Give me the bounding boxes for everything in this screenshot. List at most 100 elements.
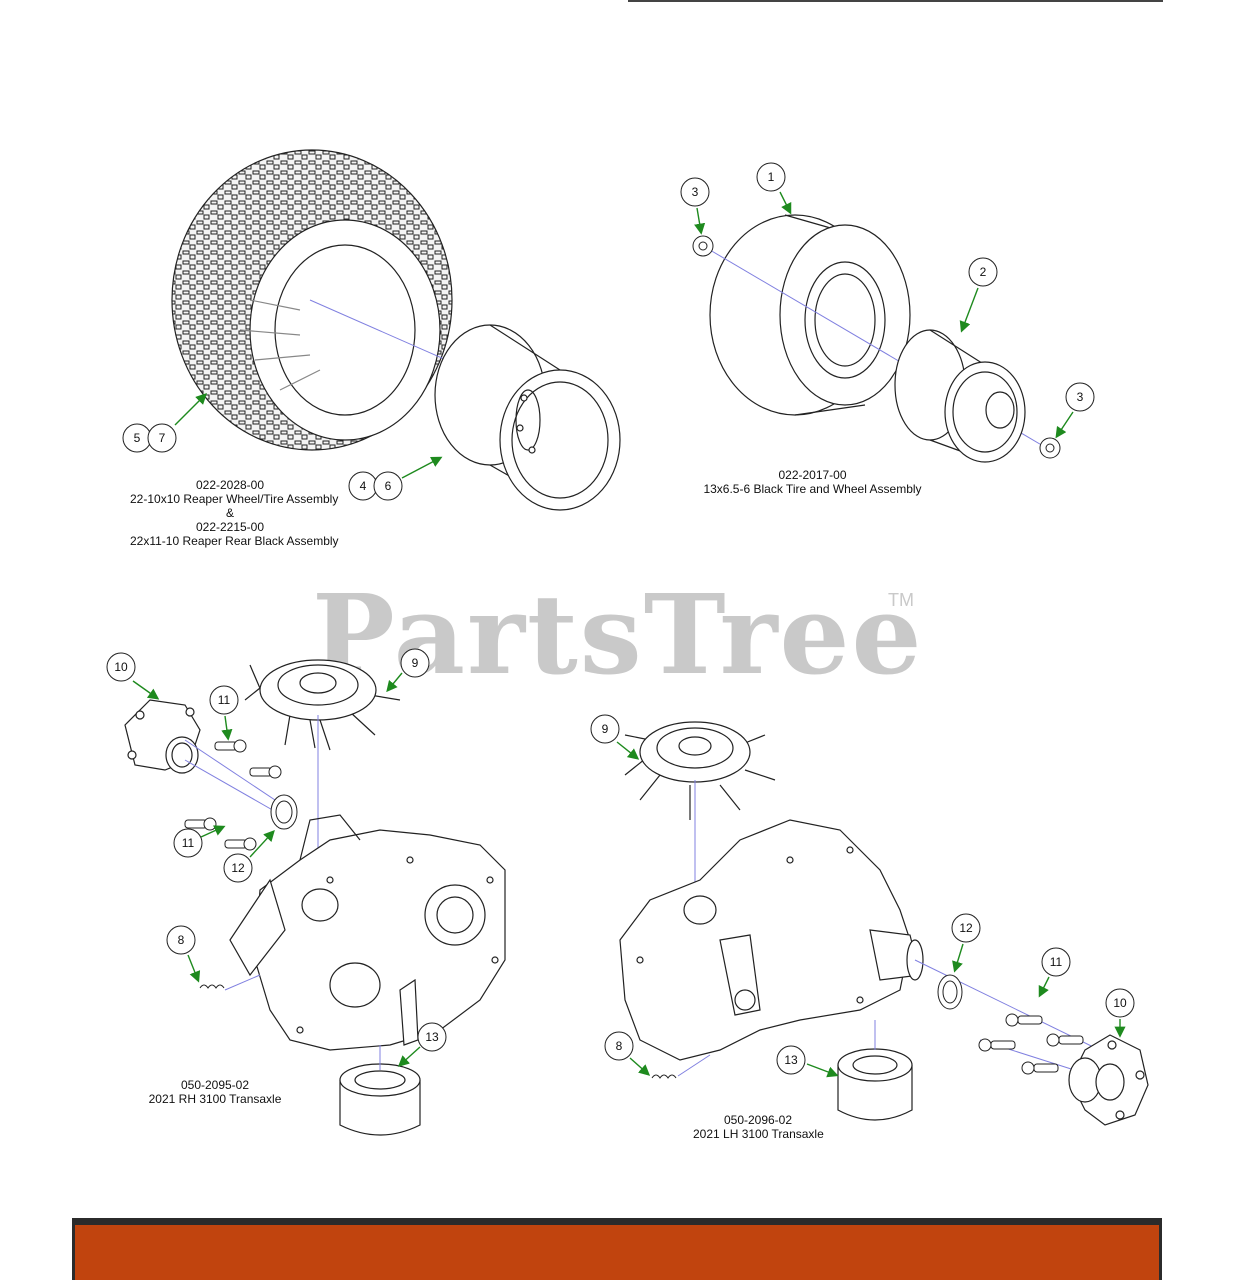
callout-circle-lh-filter	[776, 1045, 806, 1075]
callout-label-reaper-rim: 6	[385, 479, 392, 493]
rh-hub-axis-line	[184, 739, 291, 811]
caption-part-no: 050-2095-02	[180, 1078, 250, 1092]
callout-label-rh-fan: 9	[412, 656, 419, 670]
callout-arrow-washer-right	[1055, 411, 1074, 439]
reaper-tire	[171, 149, 453, 451]
caption-part-no: 050-2096-02	[723, 1113, 793, 1127]
lh-filter	[837, 1048, 913, 1121]
callout-arrow-rh-fan	[386, 672, 403, 693]
callout-arrow-rh-hub	[132, 680, 160, 700]
callout-label-lh-fan: 9	[602, 722, 609, 736]
footer-bar	[72, 1218, 1162, 1280]
callout-circle-rh-hub	[106, 652, 136, 682]
callout-label-rh-bolts-bottom: 11	[182, 836, 195, 850]
callout-label-rh-washer: 12	[231, 861, 245, 875]
rh-transaxle-body	[229, 814, 506, 1051]
callout-circle-lh-hub	[1105, 988, 1135, 1018]
callout-circle-rh-filter	[417, 1022, 447, 1052]
callout-label-reaper-rim: 4	[360, 479, 367, 493]
callout-circle-rh-fan	[400, 648, 430, 678]
callout-label-lh-washer: 12	[959, 921, 973, 935]
caption-part-no: 022-2017-00	[778, 468, 847, 482]
callout-circle-lh-washer	[951, 913, 981, 943]
callout-label-black-tire: 1	[768, 170, 775, 184]
callout-arrow-black-rim	[959, 287, 979, 333]
callout-label-black-rim: 2	[980, 265, 987, 279]
callout-label-washer-left: 3	[692, 185, 699, 199]
caption-lh-transaxle: 050-2096-02 2021 LH 3100 Transaxle	[693, 1113, 824, 1141]
callout-label-lh-hub: 10	[1113, 996, 1127, 1010]
callout-circle-reaper-tire	[147, 423, 177, 453]
callout-arrow-lh-bolts	[1038, 976, 1050, 998]
lh-washer	[937, 974, 963, 1010]
caption-description: 22-10x10 Reaper Wheel/Tire Assembly	[130, 492, 339, 506]
washer-right	[1039, 437, 1061, 459]
callout-arrow-rh-washer	[249, 829, 275, 858]
callout-arrow-lh-fan	[616, 741, 640, 760]
callout-arrow-lh-spring	[629, 1057, 651, 1076]
caption-reaper-assembly: 022-2028-00 22-10x10 Reaper Wheel/Tire A…	[130, 478, 339, 548]
callout-label-rh-bolts-top: 11	[218, 693, 231, 707]
callout-arrow-black-tire	[779, 191, 792, 215]
caption-description: 13x6.5-6 Black Tire and Wheel Assembly	[703, 482, 922, 496]
lh-hub	[1068, 1034, 1149, 1126]
lh-spring	[651, 1054, 711, 1079]
lh-bolts	[978, 1013, 1084, 1075]
callout-label-lh-bolts: 11	[1050, 955, 1063, 969]
callout-arrow-reaper-tire	[174, 393, 207, 426]
callout-circle-rh-spring	[166, 925, 196, 955]
callout-label-rh-hub: 10	[114, 660, 128, 674]
callout-label-lh-spring: 8	[616, 1039, 623, 1053]
washer-left	[692, 235, 714, 257]
callout-circle-washer-left	[680, 177, 710, 207]
callout-arrow-washer-left	[694, 207, 706, 235]
callout-circle-black-rim	[968, 257, 998, 287]
callout-arrow-rh-filter	[397, 1046, 421, 1067]
callout-label-washer-right: 3	[1077, 390, 1084, 404]
caption-rh-transaxle: 050-2095-02 2021 RH 3100 Transaxle	[140, 1078, 290, 1106]
caption-description-2: 22x11-10 Reaper Rear Black Assembly	[130, 534, 339, 548]
callout-circle-rh-bolts-top	[209, 685, 239, 715]
caption-part-no: 022-2028-00	[195, 478, 265, 492]
reaper-rim	[434, 324, 621, 511]
callout-circle-rh-bolts-bottom	[173, 828, 203, 858]
callout-circle-lh-spring	[604, 1031, 634, 1061]
caption-part-no-2: 022-2215-00	[195, 520, 265, 534]
callout-circle-reaper-rim	[373, 471, 403, 501]
callout-circle-lh-bolts	[1041, 947, 1071, 977]
header-rule	[628, 0, 1163, 2]
caption-description: 2021 LH 3100 Transaxle	[693, 1127, 824, 1141]
watermark-trademark: TM	[888, 590, 914, 610]
callout-arrow-reaper-rim	[401, 456, 443, 479]
callout-arrow-lh-filter	[806, 1063, 839, 1078]
watermark: PartsTree	[312, 570, 924, 699]
lh-transaxle-body	[619, 819, 924, 1061]
black-tire	[709, 214, 911, 416]
caption-description: 2021 RH 3100 Transaxle	[148, 1092, 282, 1106]
caption-joiner: &	[225, 506, 234, 520]
rh-filter	[339, 1063, 421, 1136]
rh-fan	[244, 659, 401, 751]
callout-arrow-lh-washer	[952, 943, 964, 973]
callout-label-rh-filter: 13	[425, 1030, 439, 1044]
callout-arrow-rh-bolts-top	[221, 715, 233, 741]
callout-arrow-rh-spring	[187, 954, 201, 983]
callout-label-reaper-tire: 7	[159, 431, 166, 445]
callout-label-reaper-tire: 5	[134, 431, 141, 445]
rh-bolts	[184, 739, 282, 851]
black-rim	[894, 329, 1026, 463]
caption-black-assembly: 022-2017-00 13x6.5-6 Black Tire and Whee…	[690, 468, 935, 496]
callout-arrow-rh-bolts-bottom	[200, 825, 226, 838]
rh-spring	[199, 974, 261, 991]
lh-fan	[624, 721, 776, 820]
callout-circle-lh-fan	[590, 714, 620, 744]
callout-label-lh-filter: 13	[784, 1053, 798, 1067]
callout-circle-black-tire	[756, 162, 786, 192]
rh-washer	[270, 794, 298, 830]
callout-circle-rh-washer	[223, 853, 253, 883]
callout-label-rh-spring: 8	[178, 933, 185, 947]
callout-circle-washer-right	[1065, 382, 1095, 412]
